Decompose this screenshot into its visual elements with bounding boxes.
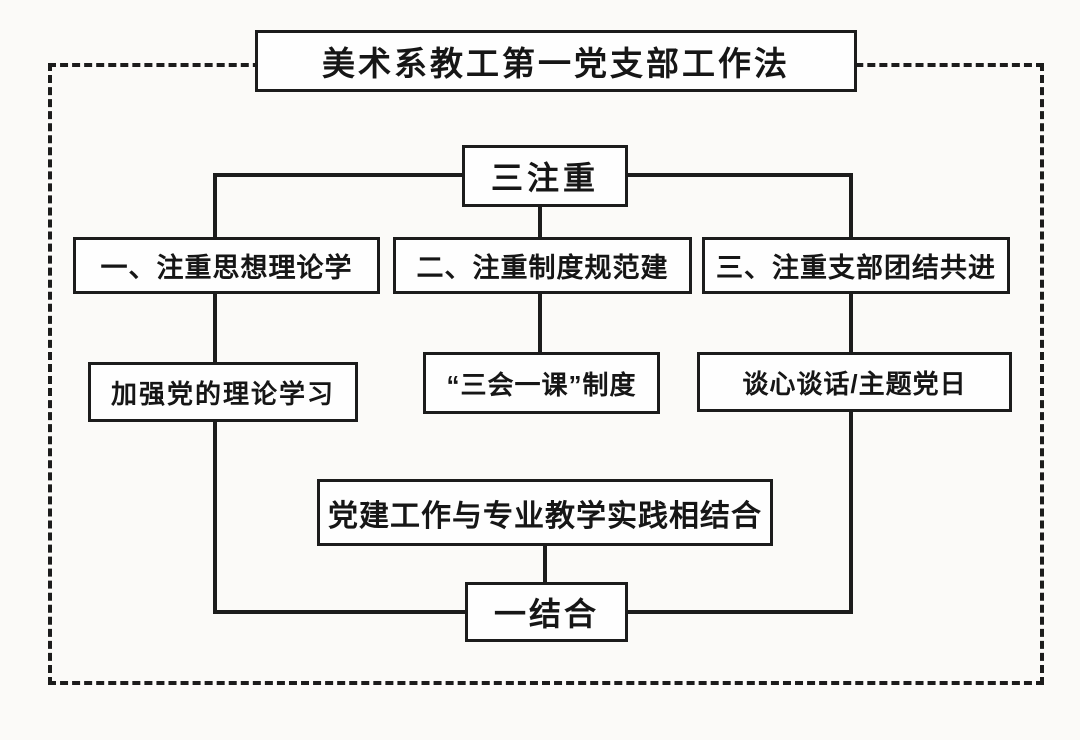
connector-bottom-left-horizontal xyxy=(213,610,465,614)
diagram-title: 美术系教工第一党支部工作法 xyxy=(255,30,857,92)
connector-top-right-horizontal xyxy=(628,173,853,177)
column-3-heading-node: 三、注重支部团结共进 xyxy=(702,237,1010,294)
connector-top-left-horizontal xyxy=(215,173,462,177)
connector-left-column-vertical xyxy=(213,420,217,614)
connector-right-column-vertical xyxy=(849,410,853,614)
column-1-detail-node: 加强党的理论学习 xyxy=(88,362,358,422)
top-node-three-emphases: 三注重 xyxy=(462,145,628,207)
connector-top-right-vertical xyxy=(849,173,853,239)
integration-node: 党建工作与专业教学实践相结合 xyxy=(317,479,773,546)
column-2-detail-node: “三会一课”制度 xyxy=(423,352,660,414)
connector-mid-right-vertical xyxy=(849,292,853,354)
connector-top-middle-vertical xyxy=(538,205,542,239)
connector-mid-middle-vertical xyxy=(538,292,542,354)
connector-integration-vertical xyxy=(543,544,547,584)
column-3-detail-node: 谈心谈话/主题党日 xyxy=(697,352,1012,412)
bottom-node-one-integration: 一结合 xyxy=(465,582,628,642)
column-2-heading-node: 二、注重制度规范建 xyxy=(393,237,692,294)
connector-mid-left-vertical xyxy=(213,292,217,364)
column-1-heading-node: 一、注重思想理论学 xyxy=(73,237,380,294)
connector-bottom-right-horizontal xyxy=(628,610,853,614)
connector-top-left-vertical xyxy=(213,173,217,239)
